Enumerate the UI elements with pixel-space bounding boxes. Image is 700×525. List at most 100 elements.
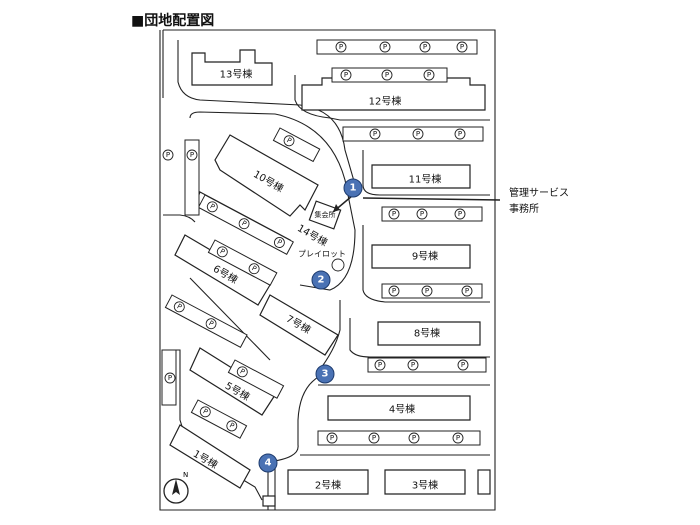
map-title: ■団地配置図: [131, 13, 215, 29]
parking-symbol: P: [458, 210, 462, 218]
parking-icon: [273, 237, 285, 248]
parking-icon: [407, 359, 419, 371]
parking-icon: [206, 201, 218, 213]
parking-icon: [199, 406, 211, 418]
building-13-label: 13号棟: [220, 68, 253, 81]
parking-icon: [379, 41, 391, 53]
parking-lot: PP: [164, 294, 248, 348]
parking-icon: [236, 366, 248, 378]
meeting-hall-label: 集会所: [315, 210, 336, 219]
marker-4: 4: [258, 453, 278, 473]
parking-icon: [454, 128, 466, 140]
building-3: 3号棟: [384, 469, 466, 495]
parking-symbol: P: [228, 421, 235, 430]
parking-icon: [416, 208, 428, 220]
compass-icon: N: [163, 471, 189, 504]
parking-icon: [457, 359, 469, 371]
building-2: 2号棟: [287, 469, 369, 495]
parking-symbol: P: [219, 247, 226, 256]
site-boundary: [159, 29, 496, 511]
callout-line: [362, 197, 501, 201]
parking-symbol: P: [207, 319, 214, 328]
parking-icon: [173, 301, 185, 313]
building-11-label: 11号棟: [409, 173, 442, 186]
building-4: 4号棟: [327, 395, 471, 421]
parking-icon: [388, 285, 400, 297]
parking-lot: PP: [190, 399, 248, 439]
parking-symbol: P: [168, 374, 172, 382]
parking-icon: [248, 263, 260, 275]
parking-symbol: P: [344, 71, 348, 79]
parking-icon: [335, 41, 347, 53]
parking-icon: [456, 41, 468, 53]
svg-text:4: 4: [265, 458, 272, 469]
parking-icon: [205, 318, 217, 330]
building-12-label: 12号棟: [369, 95, 402, 108]
parking-lot: P P P: [197, 194, 294, 255]
parking-symbol: P: [392, 210, 396, 218]
parking-icon: [461, 285, 473, 297]
parking-icon: [452, 432, 464, 444]
parking-icon: [162, 149, 174, 161]
parking-icon: [368, 432, 380, 444]
playlot: プレイロット: [298, 250, 346, 272]
small-structure: [477, 469, 491, 495]
parking-icon: [419, 41, 431, 53]
parking-symbol: P: [461, 361, 465, 369]
parking-symbol: P: [209, 202, 216, 211]
marker-3: 3: [315, 364, 335, 384]
parking-lot: P: [227, 359, 285, 399]
parking-symbol: P: [202, 407, 209, 416]
parking-symbol: P: [465, 287, 469, 295]
parking-symbol: P: [411, 361, 415, 369]
parking-symbol: P: [285, 136, 292, 145]
svg-text:3: 3: [322, 369, 329, 380]
parking-icon: [381, 69, 393, 81]
svg-text:1: 1: [350, 183, 357, 194]
parking-icon: [374, 359, 386, 371]
parking-icon: [326, 432, 338, 444]
parking-icon: [216, 246, 228, 258]
parking-lot: PP: [207, 239, 278, 286]
svg-text:2: 2: [318, 275, 325, 286]
parking-symbol: P: [420, 210, 424, 218]
parking-icon: [340, 69, 352, 81]
marker-2: 2: [311, 270, 331, 290]
parking-symbol: P: [456, 434, 460, 442]
parking-symbol: P: [460, 43, 464, 51]
parking-symbol: P: [385, 71, 389, 79]
parking-icon: [186, 149, 198, 161]
building-7: 7号棟: [259, 294, 339, 356]
parking-symbol: P: [250, 264, 257, 273]
gate-structure: [262, 495, 276, 507]
parking-symbol: P: [176, 302, 183, 311]
parking-icon: [388, 208, 400, 220]
building-2-label: 2号棟: [315, 479, 341, 492]
building-4-label: 4号棟: [389, 403, 415, 416]
parking-symbol: P: [373, 130, 377, 138]
parking-symbol: P: [330, 434, 334, 442]
building-9-label: 9号棟: [412, 250, 438, 263]
parking-symbol: P: [416, 130, 420, 138]
parking-symbol: P: [276, 238, 283, 247]
parking-symbol: P: [190, 151, 194, 159]
parking-symbol: P: [458, 130, 462, 138]
building-9: 9号棟: [371, 244, 471, 269]
parking-lot: P: [272, 127, 321, 163]
parking-symbol: P: [240, 219, 247, 228]
parking-icon: [454, 208, 466, 220]
parking-symbol: P: [372, 434, 376, 442]
parking-symbol: P: [378, 361, 382, 369]
parking-symbol: P: [412, 434, 416, 442]
meeting-hall: 集会所: [308, 200, 342, 230]
parking-icon: [412, 128, 424, 140]
parking-symbol: P: [339, 43, 343, 51]
parking-icon: [226, 420, 238, 432]
